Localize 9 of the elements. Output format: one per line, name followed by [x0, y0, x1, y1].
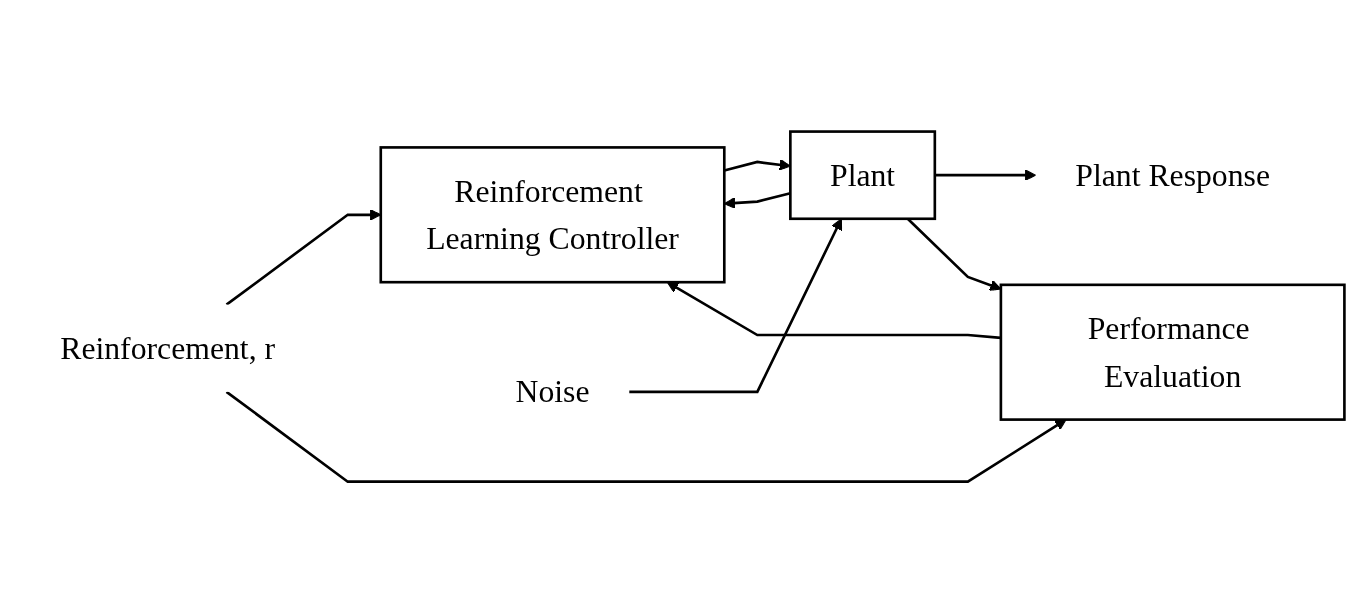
arrow	[629, 218, 843, 394]
node-text: Noise	[515, 374, 590, 409]
arrow	[225, 390, 1067, 483]
node-text: Plant Response	[1075, 157, 1270, 193]
node-box: Performance Evaluation	[999, 283, 1346, 421]
node-text: Reinforcement, r	[60, 330, 276, 366]
node-box: Reinforcement Learning Controller	[379, 145, 726, 284]
node-box: Plant	[789, 130, 937, 220]
arrow	[934, 169, 1037, 181]
